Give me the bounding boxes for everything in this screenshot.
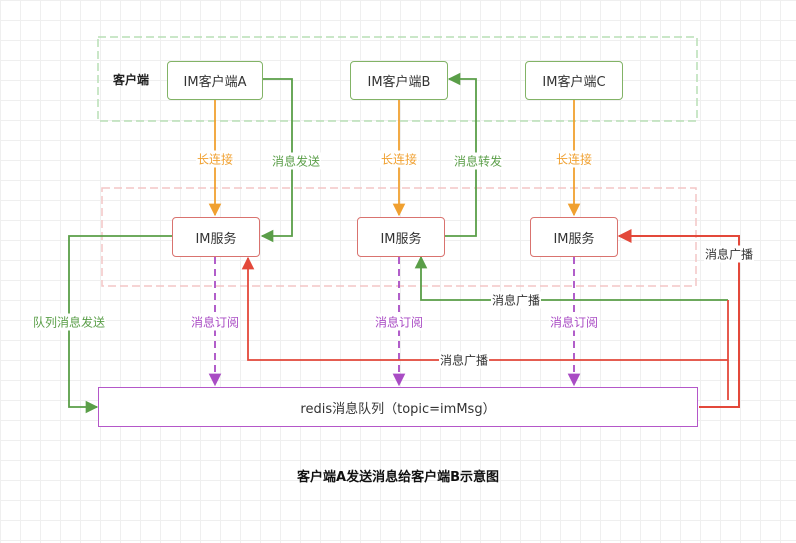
client-group-container	[97, 36, 698, 122]
long-conn-b-label: 长连接	[379, 150, 419, 168]
diagram-caption: 客户端A发送消息给客户端B示意图	[297, 470, 499, 485]
subscribe-1-label: 消息订阅	[189, 313, 241, 331]
redis-queue-node[interactable]: redis消息队列（topic=imMsg）	[98, 387, 698, 427]
client-a-node[interactable]: IM客户端A	[167, 61, 263, 100]
broadcast-3-label: 消息广播	[703, 245, 755, 263]
queue-send-label: 队列消息发送	[31, 313, 107, 331]
server-1-node[interactable]: IM服务	[172, 217, 260, 257]
broadcast-2-arrow	[414, 255, 728, 301]
client-b-node[interactable]: IM客户端B	[350, 61, 448, 100]
client-group-label: 客户端	[113, 73, 150, 87]
msg-forward-label: 消息转发	[452, 152, 504, 170]
broadcast-3-arrow	[617, 229, 740, 408]
server-2-node[interactable]: IM服务	[357, 217, 445, 257]
broadcast-1-label: 消息广播	[438, 351, 490, 369]
msg-send-label: 消息发送	[270, 152, 322, 170]
broadcast-1-arrow	[241, 256, 728, 361]
client-c-node[interactable]: IM客户端C	[525, 61, 623, 100]
subscribe-2-label: 消息订阅	[373, 313, 425, 331]
long-conn-c-label: 长连接	[554, 150, 594, 168]
broadcast-2-label: 消息广播	[490, 291, 542, 309]
subscribe-3-label: 消息订阅	[548, 313, 600, 331]
server-3-node[interactable]: IM服务	[530, 217, 618, 257]
long-conn-a-label: 长连接	[195, 150, 235, 168]
